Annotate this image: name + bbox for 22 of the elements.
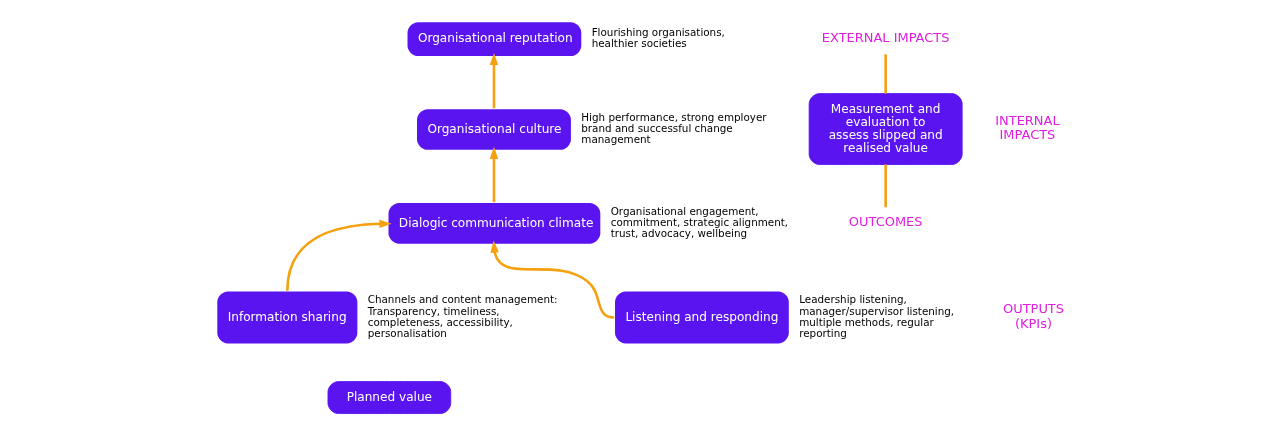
label: INTERNAL IMPACTS	[994, 112, 1060, 143]
node-box: Planned value	[327, 381, 451, 414]
connector	[883, 54, 887, 94]
node-box: Information sharing	[216, 291, 357, 344]
node-box: Measurement and evaluation to assess slipped and realised value	[808, 93, 963, 165]
arrow	[489, 240, 614, 319]
node-text: OUTCOMES	[848, 213, 922, 229]
node-label: High performance, strong employer brand and successful change management	[580, 110, 767, 146]
node-label: Leadership listening, manager/supervisor listening, multiple methods, regular reporting	[798, 293, 954, 340]
node-box: Dialogic communication climate	[388, 203, 600, 244]
node-box: Organisational reputation	[407, 22, 581, 56]
arrow	[285, 219, 392, 291]
node-text: EXTERNAL IMPACTS	[821, 29, 949, 45]
node-label: Channels and content management: Transparency, timeliness, completeness, accessibility, personalisation	[367, 293, 558, 340]
node-label: Organisational engagement, commitment, strategic alignment, trust, advocacy, wellbeing	[610, 204, 788, 240]
node-label: Flourishing organisations, healthier societies	[591, 26, 725, 50]
label: OUTPUTS (KPIs)	[1002, 301, 1064, 331]
node-box: Listening and responding	[614, 291, 789, 344]
node-box: Organisational culture	[416, 109, 571, 150]
connector	[883, 164, 887, 208]
arrow	[489, 146, 498, 203]
arrow	[489, 52, 498, 109]
